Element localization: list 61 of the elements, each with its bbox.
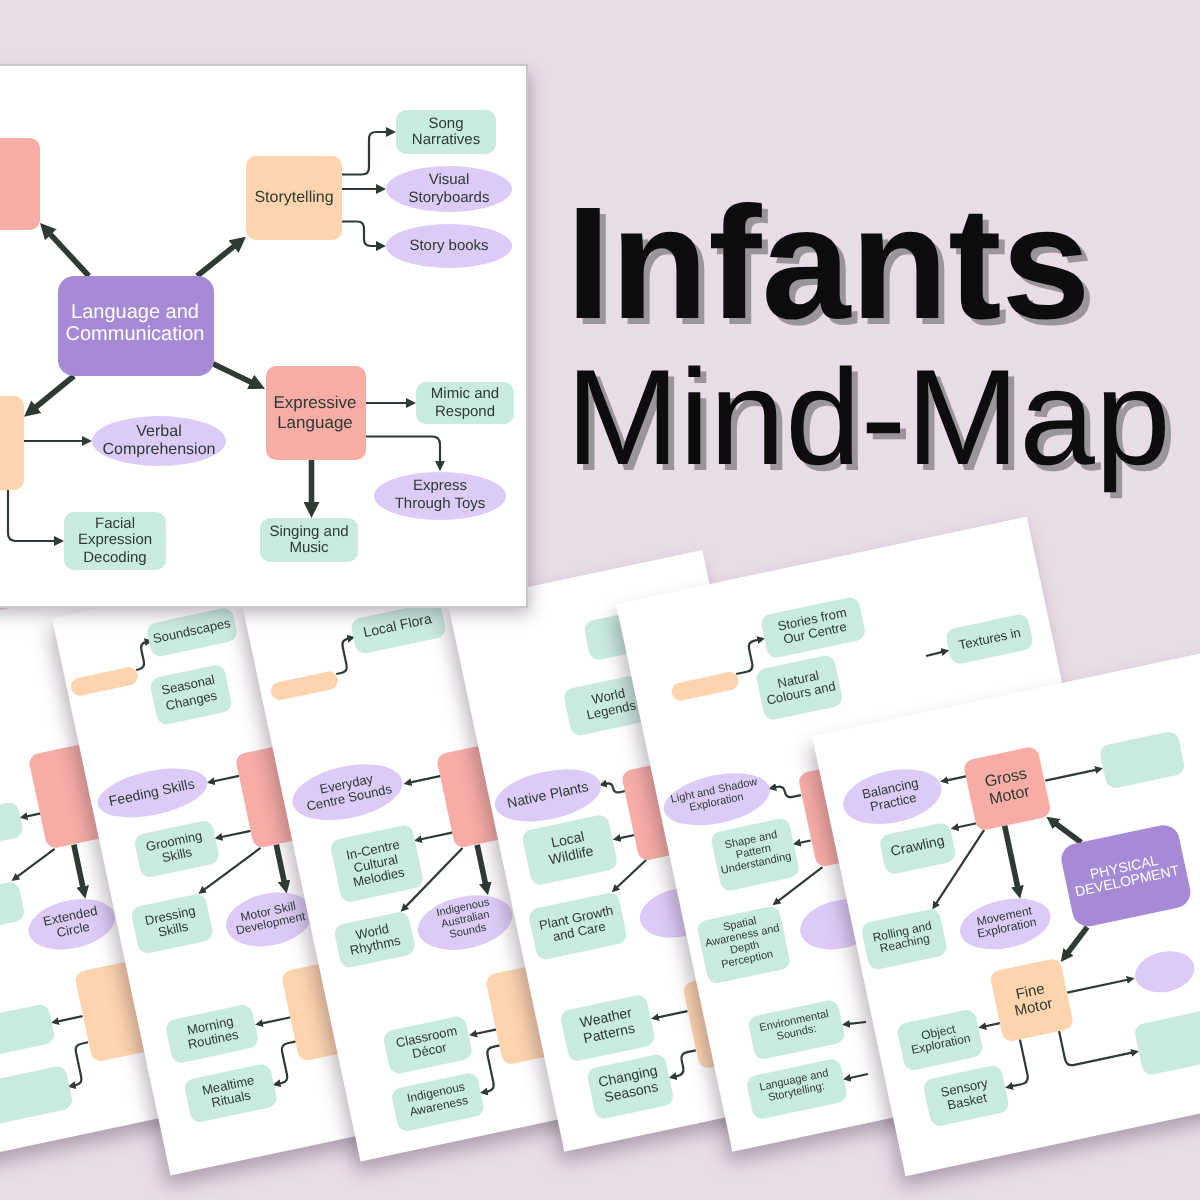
arrow [950,822,977,832]
arrow [198,847,262,894]
topic-box: Storytelling [246,156,342,240]
arrow [24,436,92,446]
main-topic-box: Language and Communication [57,276,213,376]
arrow [365,398,416,408]
arrow [400,847,464,912]
arrow [336,634,356,676]
arrow [67,1041,89,1089]
arrow [651,1010,688,1022]
arrow [6,490,64,546]
arrow [342,127,396,176]
arrow [940,775,967,785]
arrow [365,435,445,471]
arrow [1060,925,1090,963]
arrow [24,373,76,417]
arrow [735,636,766,676]
topic-bar [68,666,140,698]
arrow [668,1049,696,1080]
arrow [932,829,986,910]
arrow [255,1016,292,1028]
arrow [925,648,950,658]
arrow [978,1022,1001,1031]
arrow [768,783,802,799]
arrow [842,1072,869,1082]
arrow [612,833,635,842]
arrow [841,1019,867,1028]
arrow [1045,766,1103,782]
arrow [71,844,89,899]
arrow [469,1028,497,1038]
arrow [611,859,647,893]
arrow [1057,1030,1139,1067]
arrow [772,866,824,906]
arrow [1005,1039,1029,1090]
arrow [342,184,386,194]
arrow [303,460,320,518]
arrow [1001,824,1024,899]
arrow [195,236,246,279]
arrow [51,1015,83,1026]
topic-box: Expressive Language [265,366,365,460]
arrow [214,829,251,841]
arrow [414,831,454,843]
topic-oval: Verbal Comprehension [92,416,226,466]
arrow [19,812,42,821]
arrow [598,779,626,794]
arrow [1067,976,1135,994]
arrow [135,638,153,672]
arrow [474,844,492,896]
arrow [792,838,811,847]
topic-box: Gross Motor [963,744,1053,832]
arrow [342,220,386,251]
arrow [273,844,291,894]
topic-bar [268,670,340,702]
arrow [403,774,442,787]
arrow [479,1044,501,1096]
arrow [206,774,240,786]
arrow [40,223,91,278]
arrow [11,847,56,882]
arrow [1046,816,1083,845]
arrow [211,361,265,390]
arrow [272,1040,297,1088]
